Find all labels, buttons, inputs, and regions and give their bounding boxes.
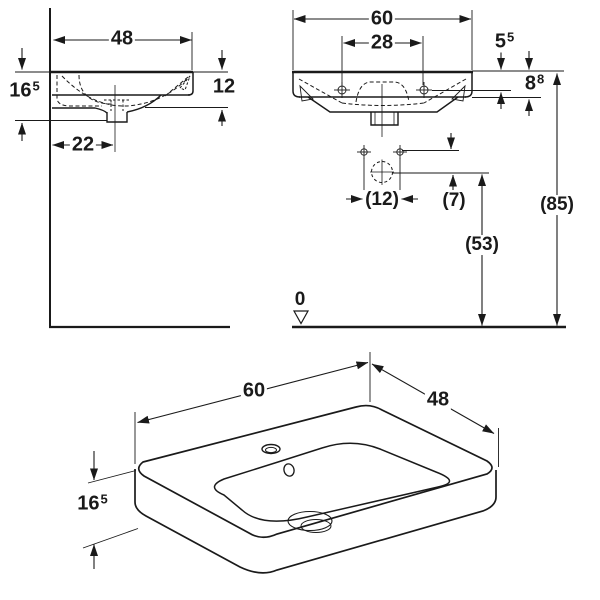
side-view <box>15 8 230 329</box>
dim-side-height-base: 16 <box>9 79 32 102</box>
dim-front-height-label: (85) <box>538 194 576 216</box>
dim-side-height-sup: 5 <box>32 78 40 94</box>
dim-front-rim-sup: 8 <box>536 71 545 87</box>
fixing-hole-right <box>416 82 432 98</box>
overflow-slot-right <box>451 84 466 102</box>
dim-front-deck-label: 55 <box>492 29 516 53</box>
front-hidden-lines-shape <box>298 78 343 104</box>
dim-side-width-label: 48 <box>108 27 136 50</box>
basin-top-face <box>137 404 493 539</box>
drain-box <box>106 112 128 123</box>
drilling-template <box>346 133 489 205</box>
basin-right-edge <box>187 72 194 96</box>
dim-side-height-label: 165 <box>7 78 41 102</box>
dim-front-tap-height-label: (53) <box>463 234 501 256</box>
dim-front-holes-label: 28 <box>368 31 396 54</box>
template-hole-left <box>357 145 371 159</box>
rim-left-edge <box>292 72 301 98</box>
dim-iso-165-ext-bottom <box>82 528 139 549</box>
rim-right-edge <box>464 72 473 98</box>
front-hidden-lines-shape <box>341 102 425 106</box>
datum-zero-label: 0 <box>292 289 308 311</box>
dim-iso-height-sup: 5 <box>100 491 108 507</box>
front-hidden-lines-shape <box>355 81 410 103</box>
dim-side-drain-label: 22 <box>69 133 97 156</box>
front-dimensions <box>292 10 561 326</box>
datum-symbol <box>292 310 310 325</box>
dim-front-deck-sup: 5 <box>506 29 515 45</box>
dim-iso-width-label: 60 <box>240 379 268 402</box>
tap-hole <box>261 443 281 455</box>
iso-view <box>82 352 499 574</box>
front-hidden-lines-shape <box>423 78 467 104</box>
side-hidden-lines-shape <box>78 74 113 105</box>
dim-side-depth-label: 12 <box>210 75 238 98</box>
side-hidden-lines-shape <box>61 75 189 107</box>
dim-front-deck-base: 5 <box>494 30 506 53</box>
iso-view-shape <box>265 446 277 454</box>
side-hidden-lines-shape <box>56 75 102 107</box>
dim-front-rim-label: 88 <box>522 71 546 95</box>
iso-dimensions <box>82 352 499 569</box>
drain-hole-outer <box>287 510 333 532</box>
dim-iso-depth-label: 48 <box>424 388 452 411</box>
basin-bottom-edges <box>134 469 497 574</box>
template-hole-right <box>393 145 407 159</box>
side-hidden-lines-shape <box>179 75 191 91</box>
bowl-underside <box>307 96 459 113</box>
side-hidden-lines <box>56 74 191 111</box>
front-hidden-lines <box>298 78 467 106</box>
dim-iso-height-base: 16 <box>77 492 100 515</box>
dim-iso-height-label: 165 <box>75 491 109 515</box>
underside-left <box>52 107 108 114</box>
dim-hole-gap-label: (12) <box>363 189 401 211</box>
overflow-slot-left <box>299 84 314 102</box>
drain-hole-inner <box>300 519 332 533</box>
underside-right <box>126 94 162 113</box>
dim-hole-drop-label: (7) <box>440 190 468 212</box>
side-hidden-lines-shape <box>164 76 189 97</box>
front-view <box>292 10 566 329</box>
overflow-hole <box>283 463 295 477</box>
bowl-opening <box>213 442 451 522</box>
dim-front-width-label: 60 <box>368 7 396 30</box>
drain-fitting <box>370 112 399 126</box>
dim-front-rim-base: 8 <box>524 72 536 95</box>
side-hidden-lines-shape <box>104 99 130 111</box>
dim-iso-165-ext-top <box>87 470 137 484</box>
